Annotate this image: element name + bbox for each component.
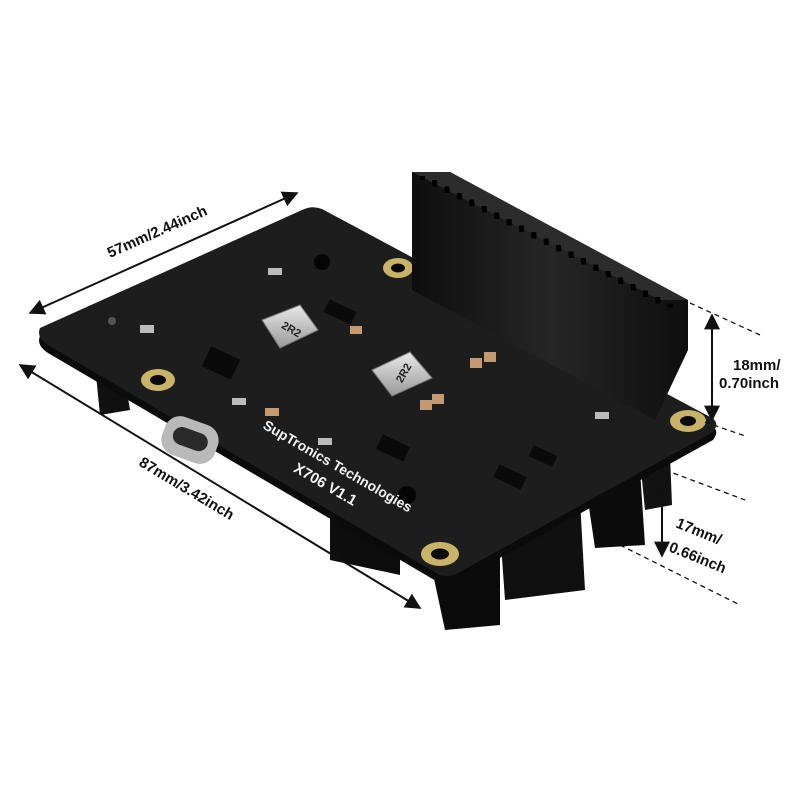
battery-height-in: 0.66inch: [667, 539, 729, 577]
header-pin-hole: [469, 202, 475, 206]
header-pin-hole: [519, 228, 525, 232]
header-pin-hole: [655, 297, 661, 301]
width-label: 57mm/2.44inch: [105, 202, 210, 261]
header-height-in: 0.70inch: [719, 375, 779, 392]
header-pin-hole: [655, 299, 661, 304]
header-pin-hole: [580, 258, 586, 262]
header-pin-hole: [643, 293, 649, 297]
header-pin-hole: [543, 238, 549, 243]
header-pin-hole: [667, 303, 673, 308]
header-pin-hole: [457, 195, 463, 200]
header-pin-hole: [531, 232, 537, 236]
header-pin-hole: [469, 199, 475, 204]
gpio-header: [412, 172, 688, 420]
header-pin-hole: [593, 264, 599, 269]
header-pin-hole: [605, 271, 611, 275]
header-pin-hole: [568, 251, 574, 256]
header-pin-hole: [642, 290, 648, 295]
header-pin-hole: [481, 206, 487, 210]
header-pin-hole: [444, 186, 450, 191]
length-label: 87mm/3.42inch: [136, 454, 237, 524]
header-pin-hole: [531, 234, 537, 239]
header-height-mm: 18mm/: [733, 357, 781, 374]
header-pin-hole: [444, 189, 450, 193]
header-pin-hole: [420, 176, 425, 180]
header-pin-hole: [494, 212, 499, 217]
header-pin-hole: [506, 219, 512, 223]
header-pin-hole: [630, 286, 636, 291]
header-pin-hole: [618, 280, 624, 284]
header-pin-hole: [544, 241, 549, 245]
header-pin-hole: [556, 245, 561, 249]
header-pin-hole: [568, 254, 574, 258]
header-pin-hole: [581, 260, 587, 265]
dimension-header-height: 18mm/ 0.70inch: [689, 302, 781, 437]
header-pin-hole: [618, 277, 623, 282]
header-pin-hole: [456, 193, 462, 197]
header-pin-hole: [494, 215, 500, 219]
header-pin-hole: [593, 267, 599, 271]
header-pin-hole: [606, 273, 611, 278]
header-pin-hole: [506, 221, 512, 226]
header-pin-hole: [556, 247, 562, 252]
header-pin-hole: [432, 182, 438, 187]
header-pin-hole: [432, 180, 437, 184]
header-pin-hole: [630, 284, 636, 288]
header-pin-hole: [518, 225, 524, 230]
header-pin-hole: [482, 208, 487, 213]
